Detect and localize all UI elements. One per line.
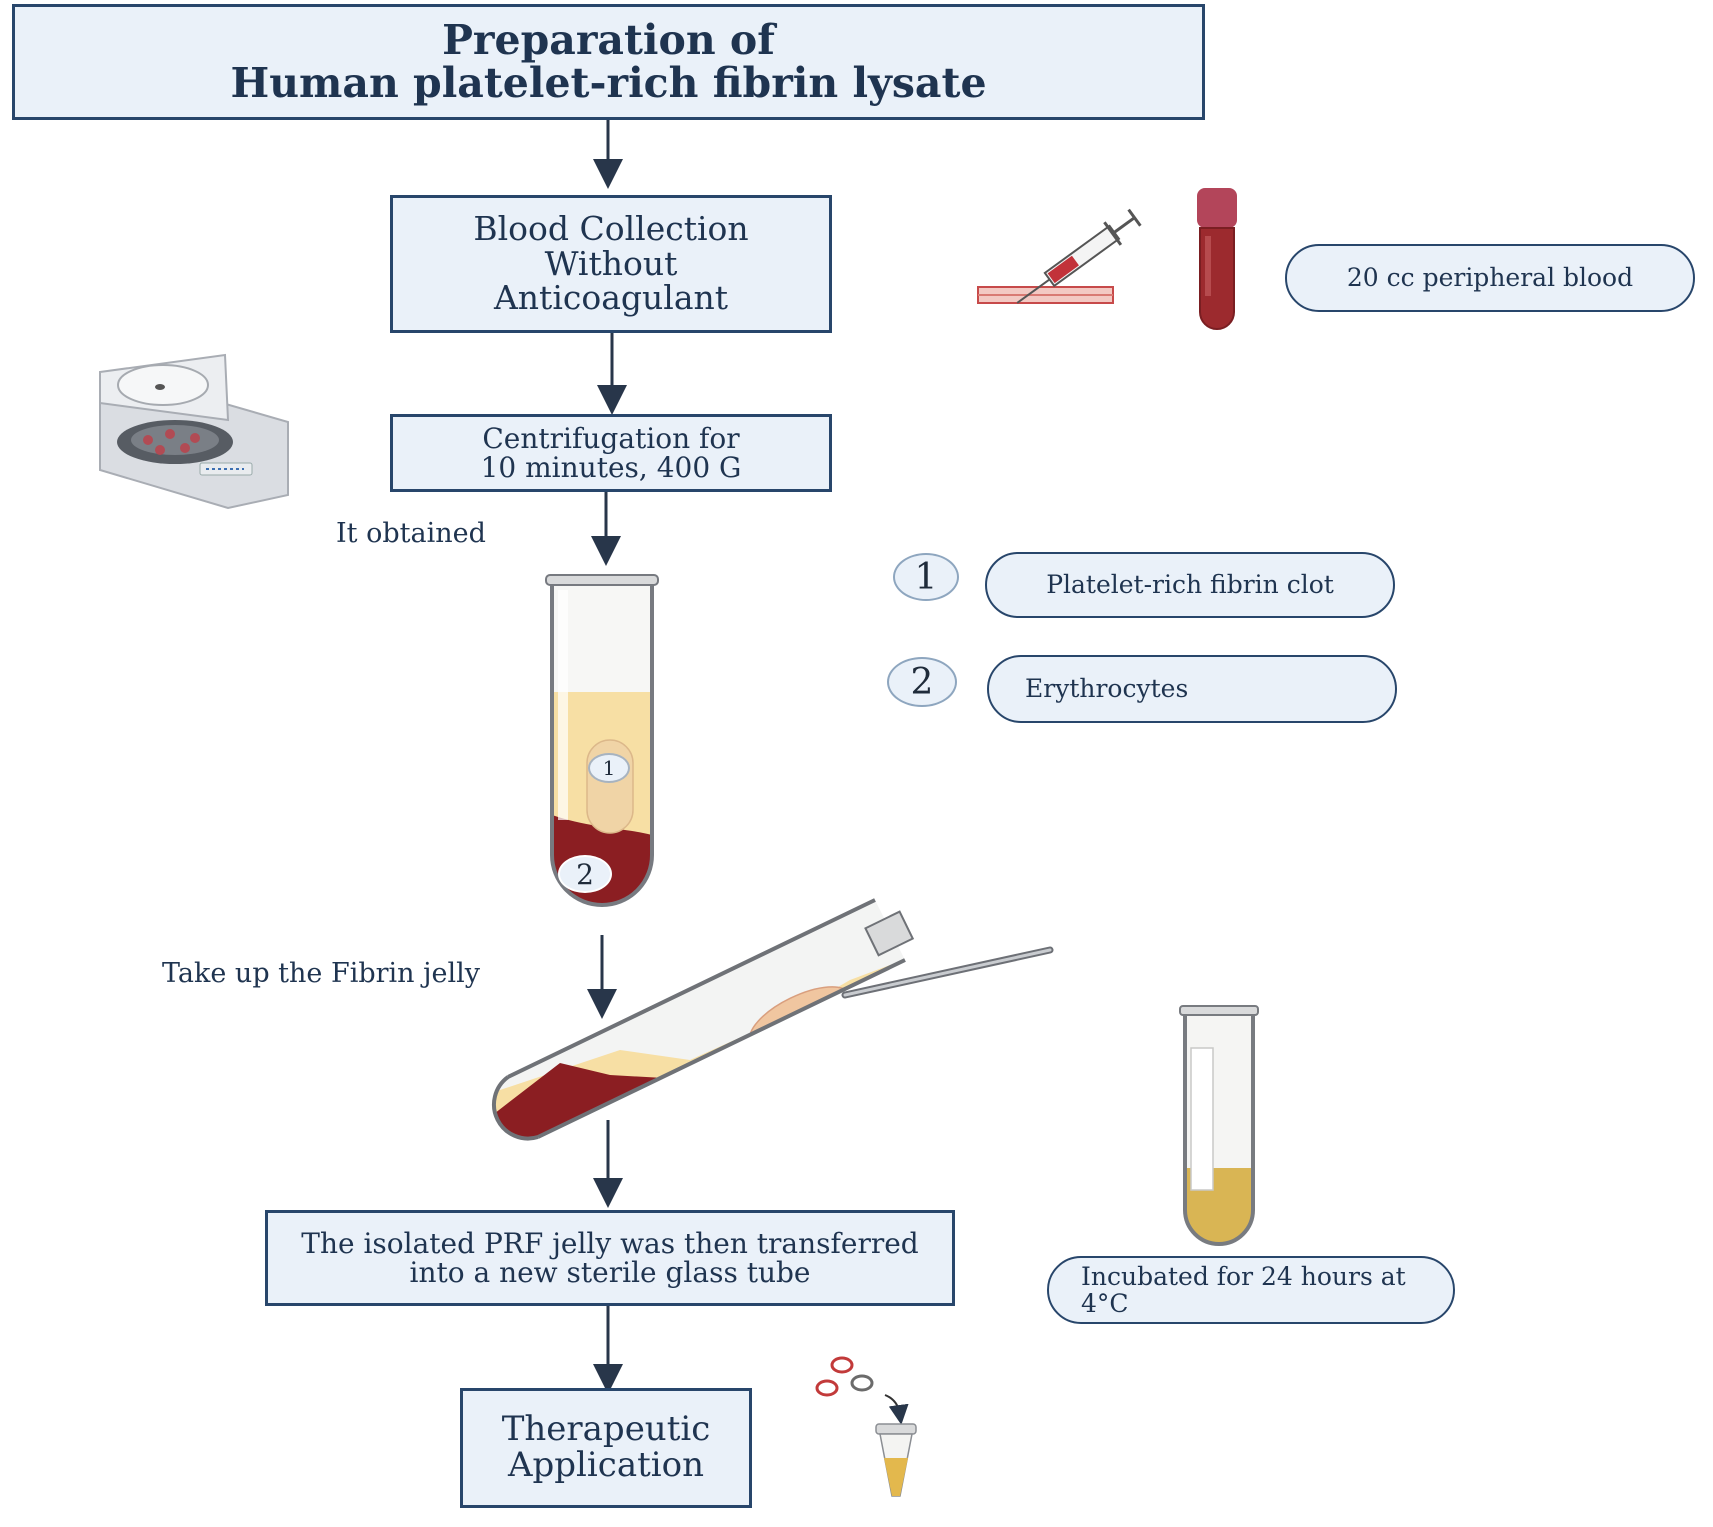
obtained-label: It obtained	[336, 518, 486, 549]
centrifugation-line-2: 10 minutes, 400 G	[480, 451, 742, 484]
forceps-icon	[841, 946, 1054, 999]
tilted-tube-icon	[492, 898, 915, 1141]
application-line-1: Therapeutic	[501, 1409, 711, 1450]
incubation-note: Incubated for 24 hours at 4°C	[1047, 1256, 1455, 1324]
transfer-line-1: The isolated PRF jelly was then transfer…	[301, 1226, 919, 1260]
step-therapeutic-application: Therapeutic Application	[460, 1388, 752, 1508]
collection-line-3: Anticoagulant	[493, 278, 729, 318]
collection-line-1: Blood Collection	[473, 209, 749, 249]
legend-number-2: 2	[887, 657, 957, 707]
centrifuge-icon	[99, 353, 289, 510]
legend-platelet-rich-fibrin-clot: Platelet-rich fibrin clot	[985, 552, 1395, 618]
centrifugation-line-1: Centrifugation for	[482, 421, 740, 455]
cells-icon	[815, 1356, 909, 1425]
application-line-2: Application	[507, 1445, 705, 1485]
step-blood-collection: Blood Collection Without Anticoagulant	[390, 195, 832, 333]
legend-number-1: 1	[893, 553, 959, 601]
blood-amount-note: 20 cc peripheral blood	[1285, 244, 1695, 312]
title-box: Preparation of Human platelet-rich fibri…	[12, 4, 1205, 120]
transfer-line-2: into a new sterile glass tube	[409, 1256, 811, 1289]
incubation-line-2: 4°C	[1081, 1289, 1129, 1318]
incubation-line-1: Incubated for 24 hours at	[1081, 1261, 1406, 1291]
title-line-2: Human platelet-rich fibrin lysate	[230, 59, 987, 107]
syringe-icon	[977, 208, 1142, 304]
microtube-icon	[875, 1423, 917, 1497]
blood-tube-icon	[1197, 188, 1237, 330]
step-transfer: The isolated PRF jelly was then transfer…	[265, 1210, 955, 1306]
legend-label-1: Platelet-rich fibrin clot	[1046, 570, 1334, 600]
legend-label-2: Erythrocytes	[1025, 674, 1189, 704]
take-up-label: Take up the Fibrin jelly	[162, 958, 481, 989]
title-line-1: Preparation of	[442, 15, 775, 64]
legend-erythrocytes: Erythrocytes	[987, 655, 1397, 723]
collection-line-2: Without	[544, 243, 678, 283]
blood-amount-text: 20 cc peripheral blood	[1346, 263, 1634, 293]
flow-arrows	[587, 106, 627, 1394]
tube-marker-2: 2	[558, 855, 612, 893]
step-centrifugation: Centrifugation for 10 minutes, 400 G	[390, 414, 832, 492]
incubation-tube-icon	[1179, 1005, 1259, 1246]
tube-marker-1: 1	[588, 753, 630, 783]
